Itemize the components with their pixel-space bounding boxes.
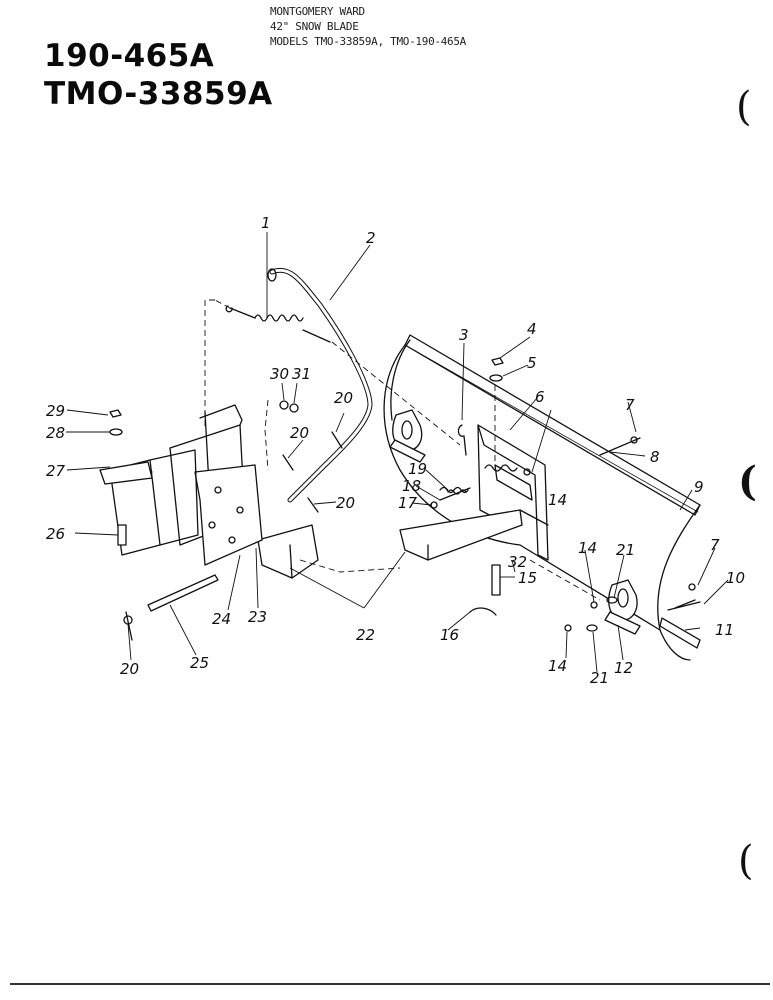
bottom-rule xyxy=(10,983,770,985)
callout-25: 25 xyxy=(190,654,209,672)
assembly-lines xyxy=(204,299,601,601)
header-product: 42" SNOW BLADE xyxy=(270,20,359,33)
callout-20-middle: 20 xyxy=(290,424,309,442)
callout-4: 4 xyxy=(527,320,537,338)
callout-7-upper: 7 xyxy=(625,396,635,414)
callout-20-top: 20 xyxy=(334,389,353,407)
callout-18: 18 xyxy=(402,477,421,495)
callout-23: 23 xyxy=(248,608,267,626)
callout-2: 2 xyxy=(366,229,376,247)
callout-10: 10 xyxy=(726,569,745,587)
model-number-primary: 190-465A xyxy=(44,38,215,74)
hitch-pin xyxy=(123,574,219,625)
callout-30: 30 xyxy=(270,365,289,383)
callout-22: 22 xyxy=(356,626,375,644)
binding-hole-mark-bottom: ( xyxy=(738,838,754,884)
callout-26: 26 xyxy=(46,525,65,543)
lift-handle xyxy=(267,267,373,503)
snow-blade xyxy=(383,334,701,661)
callout-20-right: 20 xyxy=(336,494,355,512)
callout-28: 28 xyxy=(46,424,65,442)
callout-11: 11 xyxy=(715,621,734,639)
blade-stop-left xyxy=(389,409,426,463)
callout-27: 27 xyxy=(46,462,66,480)
callout-24: 24 xyxy=(212,610,231,628)
hardware-pieces xyxy=(109,357,701,641)
callout-9: 9 xyxy=(694,478,704,496)
callout-20-lower: 20 xyxy=(120,660,139,678)
callout-21-upper: 21 xyxy=(616,541,635,559)
callout-32: 32 xyxy=(508,553,527,571)
callout-5: 5 xyxy=(527,354,537,372)
callout-3: 3 xyxy=(459,326,469,344)
callout-14-upper: 14 xyxy=(548,491,567,509)
binding-hole-mark-top: ( xyxy=(736,84,752,130)
callout-14-lower: 14 xyxy=(548,657,567,675)
callout-14-middle: 14 xyxy=(578,539,597,557)
blade-mount-bracket xyxy=(477,424,549,561)
callout-19: 19 xyxy=(408,460,427,478)
callout-8: 8 xyxy=(650,448,660,466)
push-frame xyxy=(257,509,549,579)
callout-1: 1 xyxy=(261,214,271,232)
callout-6: 6 xyxy=(535,388,545,406)
callout-7-lower: 7 xyxy=(710,536,720,554)
callout-21-lower: 21 xyxy=(590,669,609,687)
callout-16: 16 xyxy=(440,626,459,644)
extension-spring xyxy=(225,305,331,343)
leader-lines xyxy=(66,232,729,673)
callout-17: 17 xyxy=(398,494,418,512)
callout-15: 15 xyxy=(518,569,537,587)
blade-stop-right xyxy=(604,579,641,635)
header-models: MODELS TMO-33859A, TMO-190-465A xyxy=(270,35,466,48)
callout-31: 31 xyxy=(292,365,311,383)
header-brand: MONTGOMERY WARD xyxy=(270,5,365,18)
frame-mount xyxy=(99,404,263,566)
document-header: MONTGOMERY WARD 42" SNOW BLADE MODELS TM… xyxy=(270,4,466,49)
callout-12: 12 xyxy=(614,659,633,677)
model-number-secondary: TMO-33859A xyxy=(44,76,273,112)
binding-hole-mark-middle: ( xyxy=(738,458,757,505)
callout-29: 29 xyxy=(46,402,65,420)
callout-numbers: 1 2 3 4 5 6 7 8 9 7 10 11 12 14 14 14 15… xyxy=(46,214,745,687)
